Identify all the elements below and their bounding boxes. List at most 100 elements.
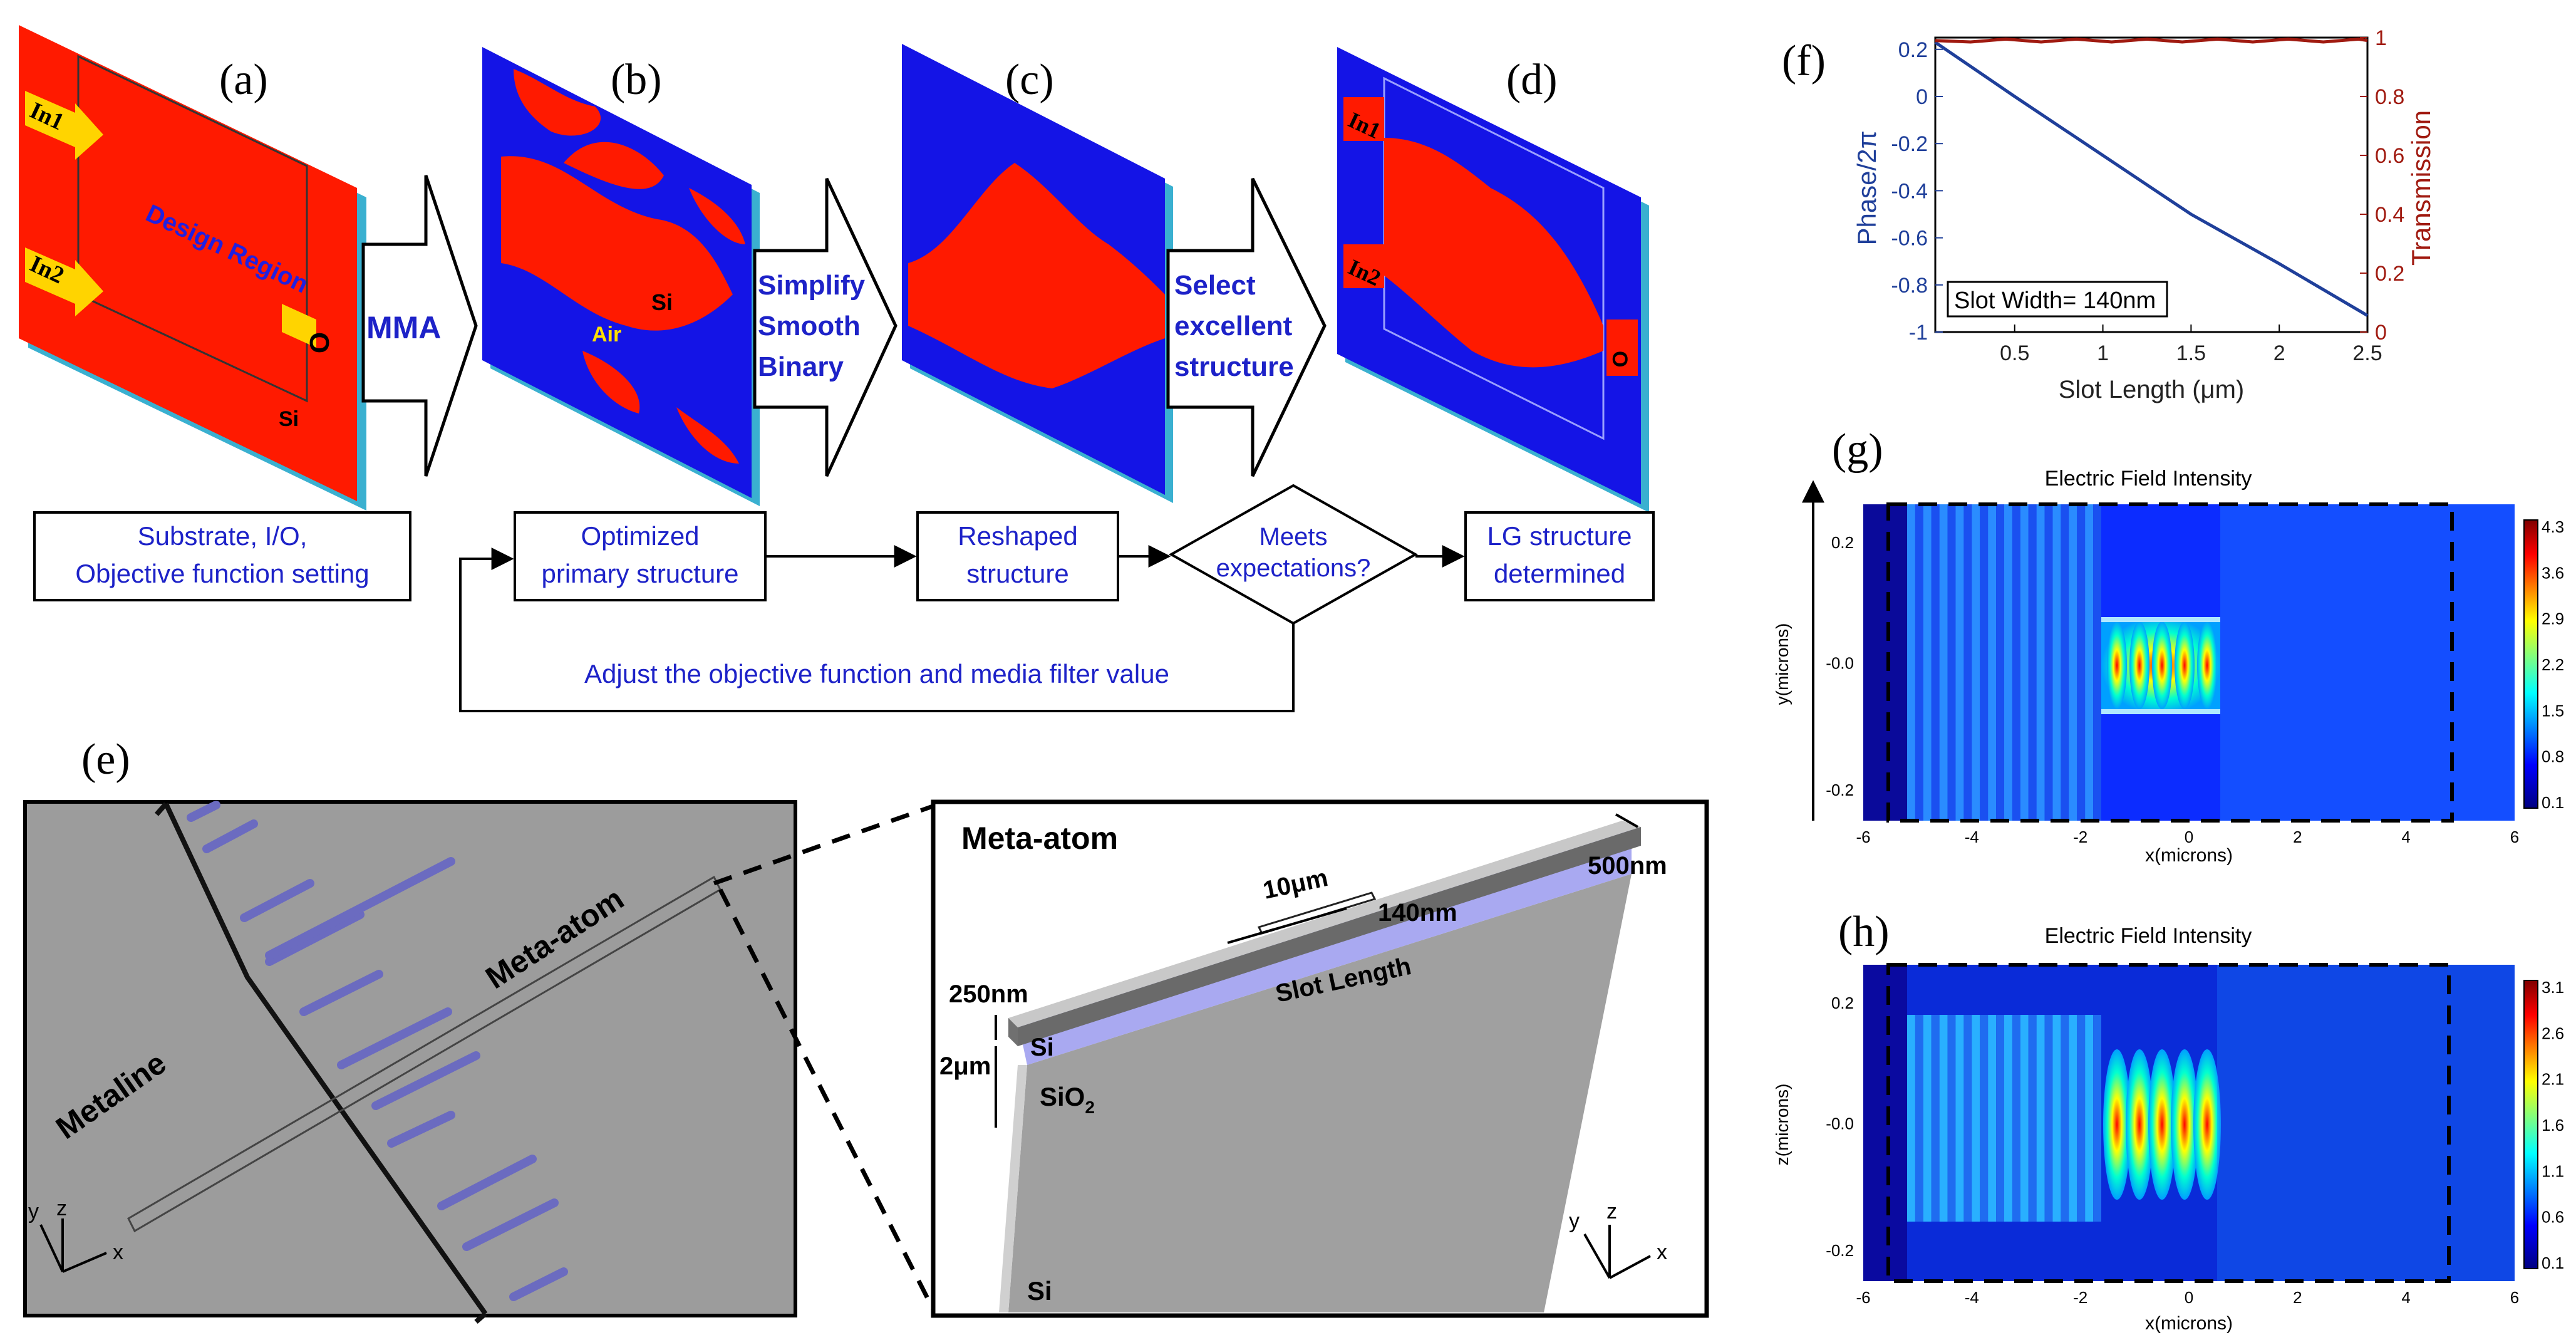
axis-z-right: z	[1606, 1200, 1617, 1223]
chart-h-title: Electric Field Intensity	[2045, 924, 2252, 948]
chart-h-xlabel: x(microns)	[2145, 1313, 2233, 1334]
field-stripe	[2044, 504, 2053, 821]
field-stripe	[2052, 1015, 2061, 1222]
si-bottom-label: Si	[1027, 1276, 1052, 1306]
heatmap-xtick-label: -4	[1965, 1288, 1979, 1307]
panel-label-h: (h)	[1838, 908, 1890, 956]
field-stripe	[1923, 504, 1932, 821]
f-ytick-right-label: 0.4	[2375, 203, 2404, 227]
field-stripe	[1972, 1015, 1980, 1222]
field-stripe	[1931, 504, 1940, 821]
colorbar-label: 2.1	[2542, 1070, 2564, 1089]
field-lobe	[2152, 621, 2172, 709]
heatmap-ytick-label: -0.0	[1826, 654, 1854, 673]
flow-feedback-label: Adjust the objective function and media …	[584, 659, 1169, 688]
simplify-label-3: Binary	[758, 351, 844, 382]
f-ytick-label: -1	[1909, 321, 1928, 345]
heatmap-xtick-label: 2	[2293, 828, 2302, 846]
chart-g-xlabel: x(microns)	[2145, 845, 2233, 866]
heatmap-ytick-label: 0.2	[1831, 533, 1854, 552]
out-label-d: O	[1608, 351, 1632, 367]
out-label: O	[304, 332, 334, 353]
panel-a-design-region: In1 In2 Design Region O Si	[19, 25, 366, 511]
select-label-2: excellent	[1174, 311, 1293, 341]
simplify-label-2: Smooth	[758, 311, 861, 341]
field-stripe	[1972, 504, 1980, 821]
axis-x-left: x	[113, 1240, 123, 1264]
panel-label-d: (d)	[1506, 56, 1558, 104]
arrow-mma: MMA	[361, 175, 478, 477]
field-lobe	[2175, 621, 2195, 709]
axes-right	[1583, 1225, 1651, 1279]
panel-e-inset: Meta-atom 10μm 140nm 500nm 250nm 2μm Slo…	[931, 799, 1709, 1318]
axis-y-right: y	[1569, 1209, 1580, 1233]
chart-f-xlabel: Slot Length (μm)	[2059, 376, 2245, 403]
f-ytick-right-label: 0	[2375, 321, 2387, 345]
flow-box4-line2: determined	[1494, 559, 1625, 588]
axis-x-right: x	[1657, 1240, 1667, 1264]
colorbar-label: 3.1	[2542, 978, 2564, 997]
field-lobe	[2107, 621, 2127, 709]
heatmap-xtick-label: -4	[1965, 828, 1979, 846]
f-xtick-label: 1.5	[2176, 341, 2206, 365]
field-stripe	[1939, 1015, 1948, 1222]
si-label-a: Si	[279, 407, 299, 431]
flowchart: Substrate, I/O, Objective function setti…	[33, 484, 1655, 712]
field-stripe	[1996, 1015, 2004, 1222]
field-stripe	[2020, 504, 2029, 821]
field-stripe	[2093, 504, 2101, 821]
f-phase-line	[1934, 41, 2369, 317]
flow-box2-line1: Optimized	[581, 521, 699, 551]
flow-box-determined	[1464, 511, 1655, 601]
colorbar-label: 3.6	[2542, 563, 2564, 582]
field-stripe	[1931, 1015, 1940, 1222]
flow-box-setting	[33, 511, 411, 601]
field-lobe	[2129, 621, 2149, 709]
colorbar-label: 0.1	[2542, 1254, 2564, 1272]
si-label-b: Si	[651, 289, 673, 315]
f-xtick-label: 2	[2273, 341, 2285, 365]
field-lobe	[2193, 1049, 2221, 1200]
chart-g-ylabel: y(microns)	[1772, 623, 1792, 705]
panel-label-f: (f)	[1782, 37, 1826, 85]
f-ytick-right-label: 0.8	[2375, 85, 2404, 109]
field-stripe	[1988, 504, 1997, 821]
dim-250nm: 250nm	[949, 980, 1028, 1008]
heatmap-xtick-label: 0	[2185, 1288, 2193, 1307]
colorbar-label: 2.2	[2542, 655, 2564, 674]
field-stripe	[1980, 1015, 1989, 1222]
chart-g-title: Electric Field Intensity	[2045, 467, 2252, 491]
si-top-label: Si	[1030, 1034, 1054, 1061]
field-stripe	[1907, 1015, 1915, 1222]
field-stripe	[1980, 504, 1989, 821]
axis-z-left: z	[56, 1197, 67, 1220]
field-stripe	[2036, 1015, 2045, 1222]
panel-label-e: (e)	[81, 735, 130, 784]
colorbar-label: 1.6	[2542, 1116, 2564, 1135]
f-ytick-label: -0.2	[1891, 132, 1928, 156]
chart-f-annotation-box	[1947, 281, 2168, 318]
field-stripe	[1907, 504, 1915, 821]
field-stripe	[2069, 504, 2077, 821]
panel-label-c: (c)	[1005, 56, 1054, 104]
field-stripe	[2036, 504, 2045, 821]
colorbar-label: 2.6	[2542, 1024, 2564, 1042]
f-transmission-line	[1935, 37, 2368, 44]
f-xtick-label: 2.5	[2352, 341, 2382, 365]
f-ytick-label: 0	[1916, 85, 1928, 109]
chart-h: Electric Field Intensity 3.12.62.11.61.1…	[1772, 924, 2564, 1334]
f-xtick-label: 0.5	[2000, 341, 2029, 365]
field-stripe	[1996, 504, 2004, 821]
heatmap-xtick-label: 6	[2510, 1288, 2519, 1307]
field-lobe	[2148, 1049, 2176, 1200]
heatmap-xtick-label: 4	[2401, 1288, 2410, 1307]
chart-f-ylabel-right: Transmission	[2406, 110, 2436, 266]
f-ytick-label: -0.8	[1891, 274, 1928, 298]
colorbar-label: 0.8	[2542, 747, 2564, 766]
flow-box3-line2: structure	[966, 559, 1068, 588]
field-stripe	[1988, 1015, 1997, 1222]
field-stripe	[2077, 504, 2086, 821]
panel-c-reshaped	[902, 44, 1173, 503]
panel-label-b: (b)	[611, 56, 662, 104]
field-stripe	[2012, 1015, 2020, 1222]
